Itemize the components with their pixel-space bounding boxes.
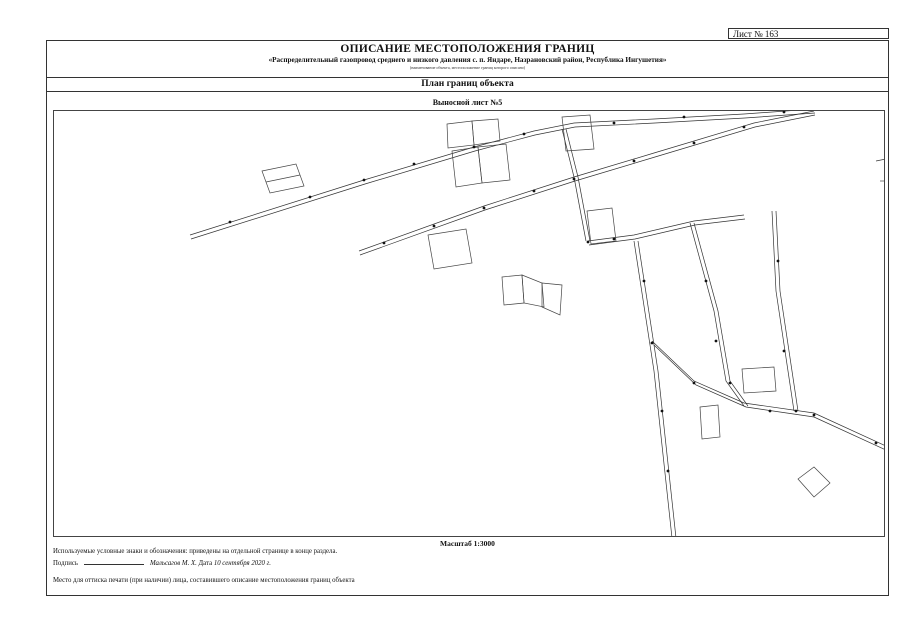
header: ОПИСАНИЕ МЕСТОПОЛОЖЕНИЯ ГРАНИЦ «Распреде… bbox=[47, 41, 888, 78]
signature-label: Подпись bbox=[53, 560, 78, 567]
sheet-title: Выносной лист №5 bbox=[432, 98, 503, 107]
date-label: Дата bbox=[198, 560, 213, 567]
legend-note: Используемые условные знаки и обозначени… bbox=[53, 548, 338, 555]
corridor-connector bbox=[561, 128, 587, 242]
corridor-south-3 bbox=[771, 210, 795, 412]
document-title: ОПИСАНИЕ МЕСТОПОЛОЖЕНИЯ ГРАНИЦ bbox=[340, 43, 595, 55]
parcel-6 bbox=[427, 228, 473, 270]
document-frame: ОПИСАНИЕ МЕСТОПОЛОЖЕНИЯ ГРАНИЦ «Распреде… bbox=[46, 40, 889, 596]
corridor-branch-east bbox=[587, 214, 745, 242]
parcel-10 bbox=[797, 466, 831, 498]
parcel-9 bbox=[699, 404, 721, 440]
corridor-south-1 bbox=[633, 240, 673, 536]
boundary-plan-map bbox=[53, 110, 885, 537]
pipeline-corridors bbox=[189, 111, 884, 536]
signature-line: Подпись Мальсагов М. Х. Дата 10 сентября … bbox=[53, 558, 271, 567]
parcel-4 bbox=[561, 114, 595, 152]
boundary-points bbox=[228, 111, 878, 473]
object-name-note: (наименование объекта, местоположение гр… bbox=[409, 65, 526, 70]
parcel-8 bbox=[741, 366, 777, 394]
parcel-3 bbox=[451, 146, 483, 188]
scale-label: Масштаб 1:3000 bbox=[440, 539, 495, 548]
signature-date: 10 сентября 2020 г. bbox=[213, 560, 271, 567]
parcel-5 bbox=[586, 207, 617, 245]
corridor-middle bbox=[358, 111, 815, 252]
stamp-note: Место для оттиска печати (при наличии) л… bbox=[53, 577, 355, 584]
plan-title: План границ объекта bbox=[47, 78, 888, 92]
corridor-diagonal bbox=[651, 340, 884, 446]
sheet-number: Лист № 163 bbox=[728, 28, 889, 39]
parcel-2 bbox=[446, 120, 475, 149]
parcel-1 bbox=[261, 163, 305, 194]
corridor-south-2 bbox=[689, 222, 745, 407]
land-parcels bbox=[261, 114, 884, 498]
signature-field bbox=[83, 558, 144, 565]
map-drawing bbox=[189, 111, 884, 536]
object-name: «Распределительный газопровод среднего и… bbox=[268, 56, 667, 64]
signer-name: Мальсагов М. Х. bbox=[149, 560, 197, 567]
corridor-upper-east bbox=[573, 111, 791, 124]
parcel-7 bbox=[501, 274, 525, 306]
